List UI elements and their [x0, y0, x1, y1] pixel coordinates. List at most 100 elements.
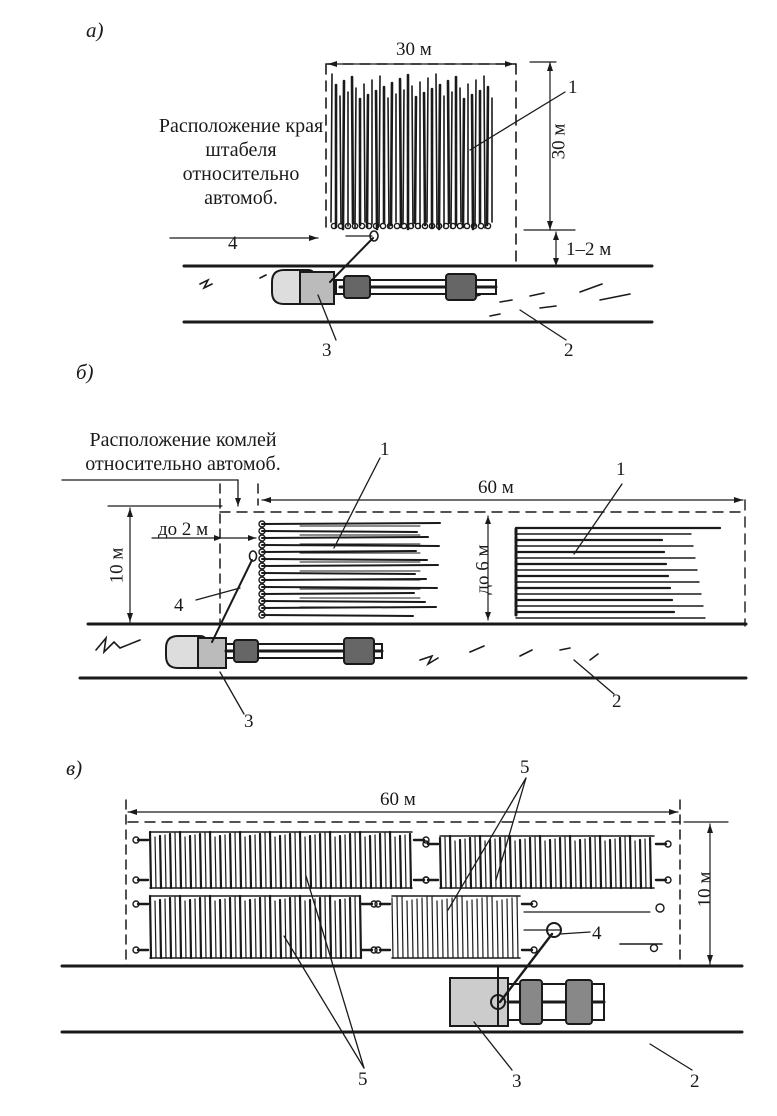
log-stroke — [364, 836, 367, 889]
log-stroke — [178, 830, 183, 890]
log-stroke — [228, 832, 233, 890]
panel-b-offset-label: до 2 м — [158, 519, 209, 540]
log-stroke — [578, 838, 583, 890]
log-stroke — [344, 834, 347, 889]
log-stroke — [258, 832, 263, 890]
log-stroke — [234, 896, 237, 959]
log-stroke — [624, 836, 627, 889]
log-stroke — [174, 896, 177, 959]
log-stroke — [294, 896, 297, 959]
log-butt-end — [330, 222, 338, 230]
log-stroke — [154, 836, 157, 889]
log-butt-end — [258, 527, 266, 535]
panel-b-log-stack-right — [514, 526, 722, 619]
log-stroke — [158, 834, 163, 890]
log-stroke — [244, 900, 247, 959]
log-stroke — [330, 73, 333, 223]
log-stroke — [288, 896, 293, 960]
log-stroke — [208, 830, 213, 890]
log-stroke — [304, 900, 307, 959]
log-stroke — [354, 87, 357, 229]
log-butt-end — [386, 222, 394, 230]
log-stroke — [224, 898, 227, 959]
log-butt-end — [435, 222, 443, 230]
log-butt-end — [358, 222, 366, 230]
log-stroke — [474, 79, 477, 227]
log-stroke — [494, 838, 497, 889]
log-stroke — [426, 896, 429, 959]
log-stroke — [406, 900, 409, 959]
log-butt-end — [258, 534, 266, 542]
log-stroke — [470, 93, 475, 231]
log-stroke — [484, 840, 487, 889]
log-stroke — [398, 834, 403, 890]
log-stroke — [401, 895, 404, 959]
log-stroke — [261, 572, 416, 575]
log-stroke — [348, 832, 353, 890]
panel-c-callout-2: 2 — [690, 1071, 700, 1092]
panel-b-depth-label: 10 м — [106, 547, 128, 584]
log-stroke — [538, 834, 543, 890]
log-stroke — [411, 85, 414, 227]
log-stroke — [628, 834, 633, 890]
log-butt-end — [477, 222, 485, 230]
log-stroke — [234, 832, 237, 889]
panel-c-letter: в) — [66, 756, 83, 780]
log-stroke — [354, 896, 357, 959]
log-stroke — [254, 898, 257, 959]
log-stroke — [524, 838, 527, 889]
log-stroke — [368, 834, 373, 890]
log-stroke — [284, 898, 287, 959]
log-stroke — [594, 836, 597, 889]
panel-b-timber-truck — [165, 635, 384, 669]
log-stroke — [384, 832, 387, 889]
log-stroke — [278, 834, 283, 890]
log-stroke — [194, 898, 197, 959]
log-stroke — [614, 838, 617, 889]
log-butt-end — [370, 900, 378, 908]
panel-a-log-stack — [330, 73, 493, 231]
panel-b-callout-1-right: 1 — [616, 459, 626, 480]
log-stroke — [391, 897, 394, 959]
log-stroke — [318, 896, 323, 960]
log-stroke — [388, 830, 393, 890]
panel-a-graphics — [169, 61, 654, 341]
panel-a-caption: Расположение края штабеля относительно а… — [158, 115, 324, 209]
log-stroke — [288, 832, 293, 890]
log-butt-end — [463, 222, 471, 230]
log-stroke — [198, 832, 203, 890]
log-butt-end — [374, 946, 382, 954]
log-stroke — [208, 894, 213, 960]
log-butt-end — [258, 597, 266, 605]
panel-c-width-label: 60 м — [380, 789, 416, 810]
log-stroke — [254, 834, 257, 889]
log-butt-end — [258, 611, 266, 619]
log-stroke — [501, 899, 504, 959]
log-stroke — [568, 834, 573, 890]
log-stroke — [374, 89, 379, 231]
log-stroke — [308, 898, 313, 960]
log-butt-end — [379, 222, 387, 230]
panel-b-callout-2: 2 — [612, 691, 622, 712]
log-stroke — [437, 83, 442, 231]
log-stroke — [324, 832, 327, 889]
log-stroke — [496, 900, 499, 959]
log-stroke — [338, 898, 343, 960]
log-stroke — [363, 83, 366, 223]
log-stroke — [174, 832, 177, 889]
log-stroke — [338, 834, 343, 890]
log-stroke — [486, 896, 489, 959]
log-stroke — [354, 832, 357, 889]
log-stroke — [608, 838, 613, 890]
log-stroke — [644, 838, 647, 889]
log-butt-end — [400, 222, 408, 230]
log-stroke — [588, 836, 593, 890]
log-butt-end — [258, 541, 266, 549]
log-stroke — [188, 898, 193, 960]
log-stroke — [298, 894, 303, 960]
log-stroke — [274, 836, 277, 889]
log-stroke — [471, 899, 474, 959]
log-butt-end — [370, 946, 378, 954]
panel-a-callout-1: 1 — [568, 77, 578, 98]
